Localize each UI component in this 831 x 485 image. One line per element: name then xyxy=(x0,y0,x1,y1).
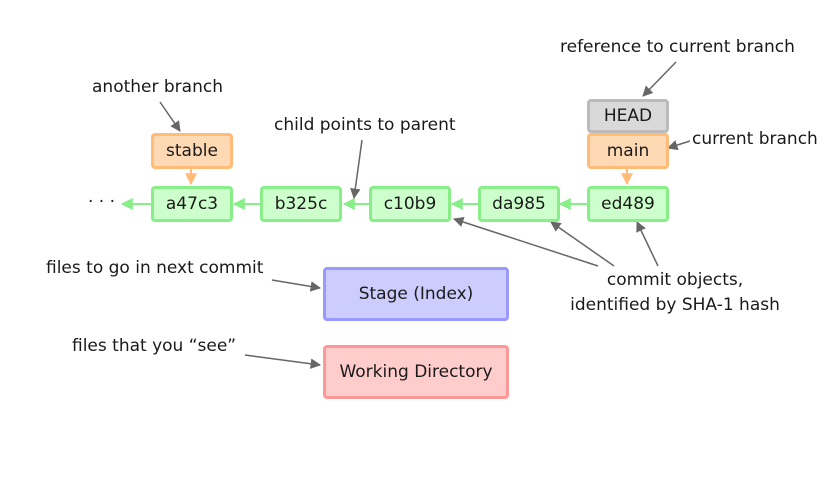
annotation-arrow-another-branch xyxy=(159,101,181,132)
working-directory-area: Working Directory xyxy=(323,345,509,399)
annotation-arrow-commit-ed489 xyxy=(636,221,659,267)
current-branch-label: current branch xyxy=(692,129,818,149)
annotation-arrow-working-directory xyxy=(244,354,322,369)
files-next-commit-label: files to go in next commit xyxy=(46,258,264,278)
ellipsis-label: · · · xyxy=(88,192,116,212)
child-points-to-parent-label: child points to parent xyxy=(274,115,456,135)
files-you-see-label: files that you “see” xyxy=(72,336,237,356)
another-branch-label: another branch xyxy=(92,77,223,97)
commit-objects-label-line1: commit objects, xyxy=(606,270,744,290)
reference-to-current-branch-label: reference to current branch xyxy=(560,37,795,57)
commit-ed489: ed489 xyxy=(587,186,669,222)
annotation-arrow-commit-c10b9 xyxy=(453,216,599,267)
commit-b325c: b325c xyxy=(260,186,342,222)
commit-c10b9: c10b9 xyxy=(369,186,451,222)
branch-stable: stable xyxy=(151,133,233,169)
head-ref: HEAD xyxy=(587,99,669,133)
annotation-arrow-current-branch xyxy=(666,140,691,151)
annotation-arrow-reference xyxy=(642,61,677,97)
commit-a47c3: a47c3 xyxy=(151,186,233,222)
annotation-arrow-child-parent xyxy=(350,139,363,200)
annotation-arrow-stage xyxy=(271,279,322,292)
branch-main: main xyxy=(587,133,669,169)
stage-index-area: Stage (Index) xyxy=(323,267,509,321)
commit-da985: da985 xyxy=(478,186,560,222)
commit-objects-label-line2: identified by SHA-1 hash xyxy=(570,295,780,315)
annotation-arrow-commit-da985 xyxy=(550,221,615,267)
